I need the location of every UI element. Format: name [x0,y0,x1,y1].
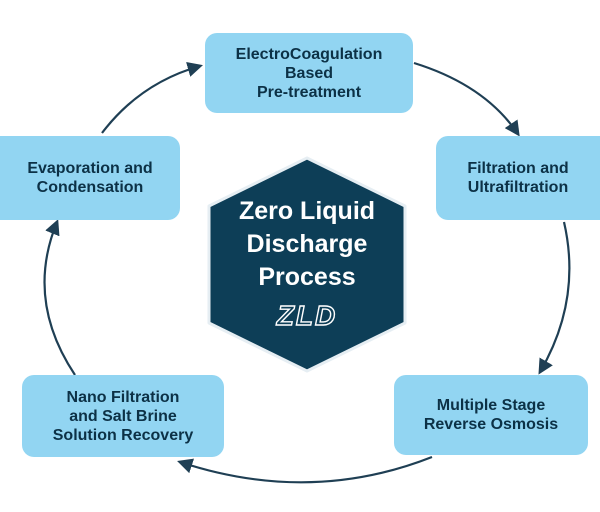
step-4-line-3: Solution Recovery [52,426,194,444]
center-hexagon [207,156,407,373]
step-1-line-2: Based [284,64,334,82]
step-4-line-2: and Salt Brine [69,407,177,425]
step-1-line-3: Pre-treatment [256,83,362,101]
arrow-step5-to-step1 [101,61,203,134]
step-4-line-1: Nano Filtration [66,388,180,406]
step-1-line-1: ElectroCoagulation [235,45,383,63]
arrow-step1-to-step2 [413,61,520,137]
center-abbreviation: ZLD [276,299,338,331]
center-title-line-2: Discharge [246,230,368,258]
center-title-line-3: Process [258,263,356,291]
center-label: Zero Liquid Discharge Process ZLD [212,195,402,332]
arrow-step3-to-step4 [177,455,433,484]
step-reverse-osmosis: Multiple Stage Reverse Osmosis [394,375,588,455]
step-evaporation-condensation: Evaporation and Condensation [0,136,180,220]
step-nano-filtration-brine-recovery: Nano Filtration and Salt Brine Solution … [22,375,224,457]
arrow-step4-to-step5 [43,219,76,376]
step-5-line-1: Evaporation and [27,160,153,177]
arrow-step2-to-step3 [538,221,571,375]
step-3-line-2: Reverse Osmosis [423,416,559,433]
step-2-line-2: Ultrafiltration [467,179,569,196]
step-2-line-1: Filtration and [467,160,569,177]
step-filtration-ultrafiltration: Filtration and Ultrafiltration [436,136,600,220]
step-3-line-1: Multiple Stage [436,397,546,414]
step-electrocoagulation-pretreatment: ElectroCoagulation Based Pre-treatment [205,33,413,113]
step-5-line-2: Condensation [36,179,144,196]
center-title-line-1: Zero Liquid [238,197,376,225]
